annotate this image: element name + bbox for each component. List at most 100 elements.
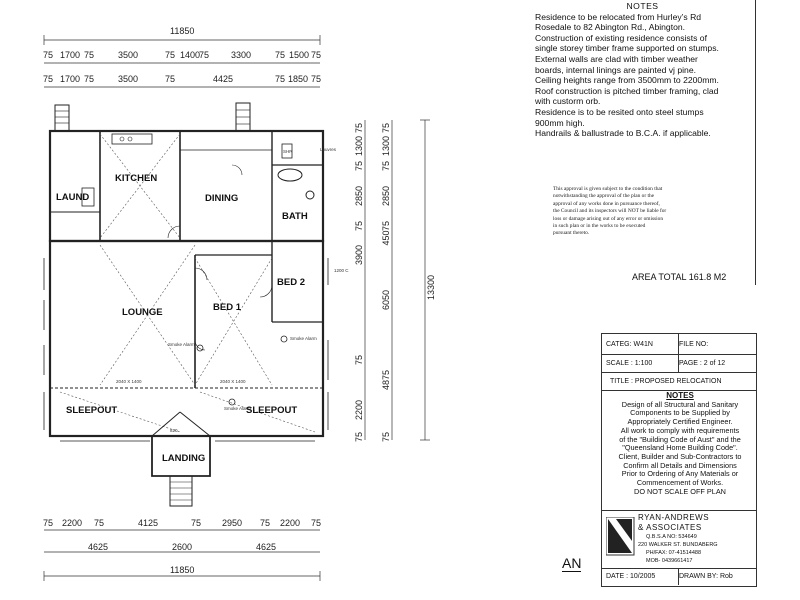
drawn-by-field: DRAWN BY: Rob (679, 573, 733, 580)
approval-line: the Council and its inspectors will NOT … (553, 208, 667, 215)
firm-qbsa: Q.B.S.A NO: 534649 (646, 534, 697, 540)
room-bath: BATH (282, 211, 308, 222)
council-approval-text: This approval is given subject to the co… (553, 186, 688, 238)
tb-note-line: Confirm all Details and Dimensions (623, 460, 737, 470)
tb-note-line: Client, Builder and Sub-Contractors to (618, 451, 742, 461)
dimension-value: 3900 (354, 245, 364, 265)
firm-logo (606, 517, 635, 556)
dimension-value: 75 (94, 518, 104, 528)
dimension-value: 75 (165, 74, 175, 84)
dimension-value: 75 (84, 74, 94, 84)
firm-mobile: MOB- 0439661417 (646, 558, 693, 564)
room-kitchen: KITCHEN (115, 173, 157, 184)
door-label-820: 820 (170, 428, 178, 433)
dimension-value: 1300 (381, 136, 391, 156)
notes-line: Residence is to be resited onto steel st… (535, 106, 704, 117)
dimension-value: 4625 (88, 542, 108, 552)
tb-note-line: Design of all Structural and Sanitary (621, 399, 739, 409)
firm-phone: PH/FAX: 07-41514488 (646, 550, 702, 556)
louvres-label: Louvres (320, 147, 337, 152)
room-sleepout-right: SLEEPOUT (246, 405, 297, 416)
dimension-value: 75 (354, 161, 364, 171)
room-bed1: BED 1 (213, 302, 242, 313)
dimension-value: 75 (381, 123, 391, 133)
dimension-value: 75 (199, 50, 209, 60)
dimension-value: 75 (260, 518, 270, 528)
dimension-value: 4625 (256, 542, 276, 552)
dimension-value: 450 (381, 230, 391, 245)
notes-line: 900mm high. (535, 117, 585, 128)
dimension-value: 1500 (289, 50, 309, 60)
room-lounge: LOUNGE (122, 307, 163, 318)
dimension-value: 2850 (354, 186, 364, 206)
dimension-value: 75 (381, 432, 391, 442)
top-dimensions (43, 35, 321, 88)
shower-label: SHR (283, 149, 293, 154)
smoke-alarm-label-1: Smoke Alarm (168, 342, 195, 347)
notes-line: boards, internal linings are painted vj … (535, 64, 696, 75)
window-label-lounge: 2040 X 1400 (116, 379, 142, 384)
room-laundry: LAUND (56, 192, 89, 203)
overall-width-top: 11850 (170, 26, 194, 36)
approval-line: loss or damage arising out of any error … (553, 215, 664, 222)
firm-name-2: & ASSOCIATES (638, 523, 702, 532)
notes-line: with custorm orb. (535, 96, 601, 107)
notes-line: Ceiling heights range from 3500mm to 220… (535, 75, 719, 86)
approval-line: pursuant thereto. (553, 230, 590, 237)
approval-line: in such plan or in the works to be execu… (553, 223, 646, 230)
dimension-value: 75 (191, 518, 201, 528)
tb-note-line: Appropriately Certified Engineer. (627, 417, 733, 427)
tb-note-line: All work to comply with requirements (620, 425, 740, 435)
smoke-alarm-label-2: Smoke Alarm (224, 406, 251, 411)
dimension-value: 75 (165, 50, 175, 60)
scale-field: SCALE : 1:100 (602, 355, 679, 372)
bottom-dimensions (43, 529, 321, 581)
title-block-notes: NOTES Design of all Structural and Sanit… (606, 391, 754, 496)
dimension-value: 1300 (354, 136, 364, 156)
approval-line: notwithstanding the approval of the plan… (553, 193, 655, 200)
notes-line: single storey timber frame supported on … (535, 43, 719, 54)
dimension-value: 75 (84, 50, 94, 60)
window-label-bed1: 2040 X 1400 (220, 379, 246, 384)
dimension-value: 4875 (381, 370, 391, 390)
date-field: DATE : 10/2005 (602, 568, 679, 585)
dimension-value: 2600 (172, 542, 192, 552)
dimension-value: 75 (275, 50, 285, 60)
dimension-value: 1400 (180, 50, 200, 60)
firm-address: 220 WALKER ST. BUNDABERG (638, 542, 718, 548)
notes-block: NOTES Residence to be relocated from Hur… (535, 1, 780, 139)
approval-line: approval of any works done in pursuance … (553, 200, 660, 207)
tb-note-line: "Queensland Home Building Code". (622, 443, 738, 453)
title-block-notes-heading: NOTES (666, 391, 694, 400)
dimension-value: 4125 (138, 518, 158, 528)
notes-line: External walls are clad with timber weat… (535, 53, 698, 64)
firm-name: RYAN-ANDREWS (638, 513, 710, 522)
dimension-value: 75 (275, 74, 285, 84)
frame-line (755, 0, 756, 285)
tb-note-line: of the "Building Code of Aust" and the (619, 434, 741, 444)
plan-label: AN (562, 555, 582, 572)
walls (43, 102, 329, 507)
dimension-value: 3500 (118, 74, 138, 84)
dimension-value: 75 (43, 518, 53, 528)
room-dining: DINING (205, 193, 238, 204)
window-label-1200c: 1200 C (334, 268, 349, 273)
dimension-value: 1700 (60, 50, 80, 60)
notes-line: Rosedale to 82 Abington Rd., Abington. (535, 22, 686, 33)
approval-line: This approval is given subject to the co… (553, 186, 663, 192)
dimension-value: 75 (381, 161, 391, 171)
notes-line: Handrails & ballustrade to B.C.A. if app… (535, 128, 711, 139)
dimension-value: 1850 (288, 74, 308, 84)
dim-row-bottom-2: 4625 2600 4625 (88, 542, 276, 552)
dimension-value: 75 (311, 74, 321, 84)
tb-note-line: DO NOT SCALE OFF PLAN (634, 486, 726, 496)
room-landing: LANDING (162, 453, 205, 464)
overall-height-right: 13300 (426, 275, 436, 300)
dimension-value: 2200 (62, 518, 82, 528)
dimension-value: 3300 (231, 50, 251, 60)
notes-line: Construction of existing residence consi… (535, 32, 707, 43)
categ-field: CATEG: W41N (602, 334, 679, 354)
